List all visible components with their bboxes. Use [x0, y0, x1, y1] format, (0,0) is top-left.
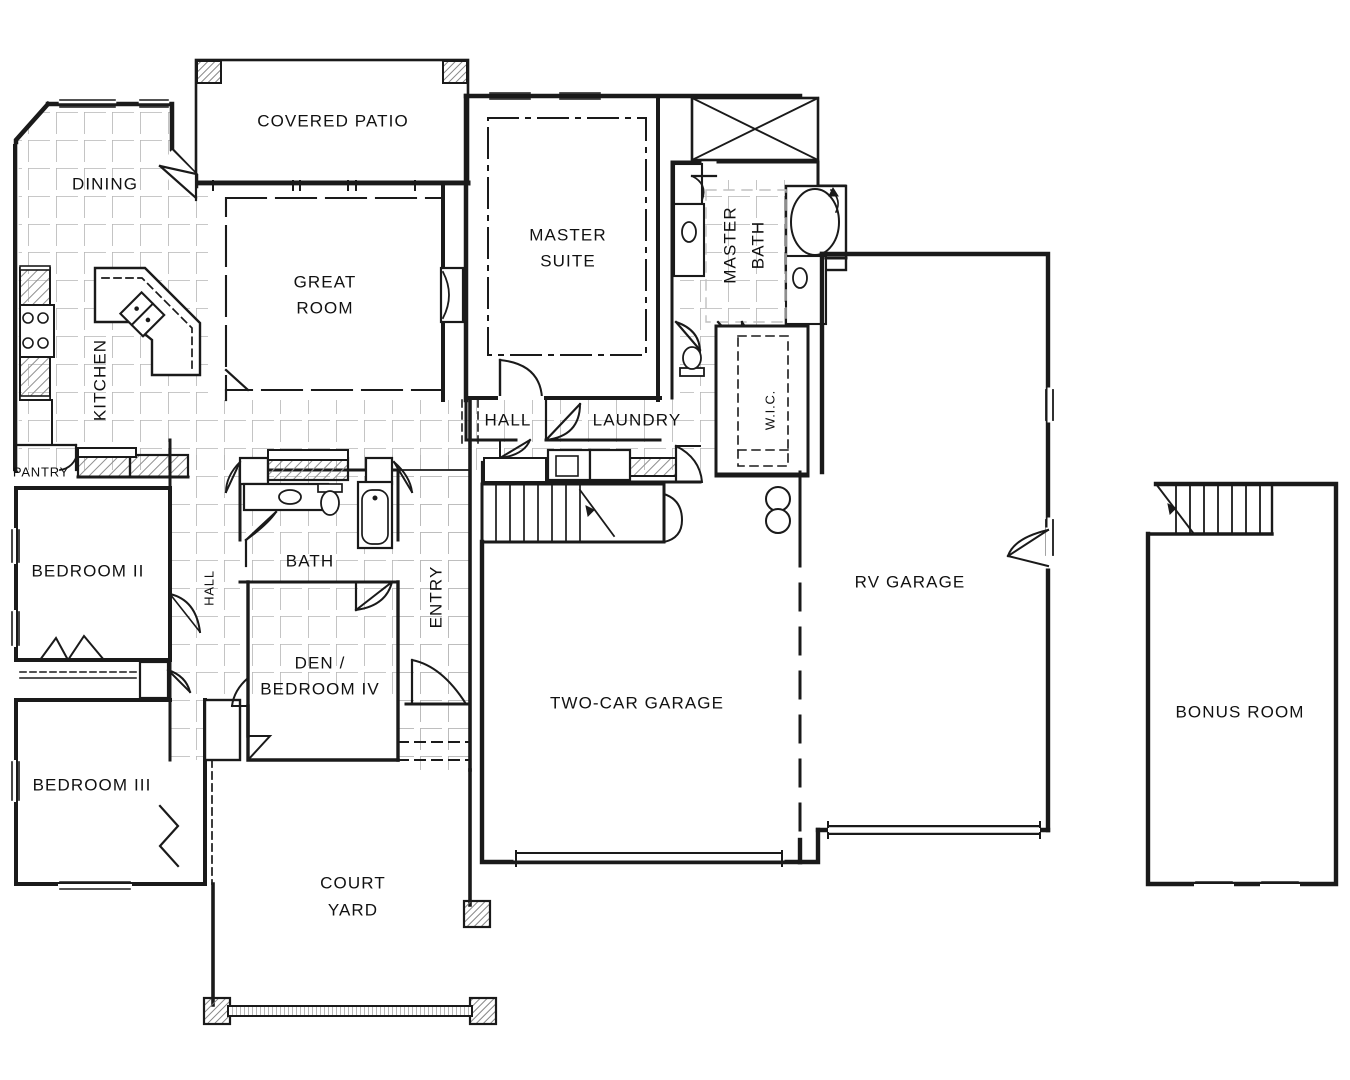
vanity-sink-right [792, 267, 808, 289]
courtyard-post [202, 996, 232, 1026]
room-label-bath: BATH [286, 551, 334, 570]
room-label-bonus-room: BONUS ROOM [1175, 702, 1304, 721]
kitchen-fixtures [16, 265, 202, 490]
stairs-bonus [1154, 482, 1261, 536]
soaking-tub [790, 188, 840, 256]
master-suite-walls [463, 92, 803, 403]
room-label-master-bath-line1: MASTER [720, 206, 739, 283]
den-bedroom-iv [230, 580, 471, 762]
entry-hall [168, 398, 472, 772]
courtyard-post [468, 996, 498, 1026]
hall-laundry [461, 396, 704, 484]
room-label-wic: W.I.C. [762, 390, 777, 430]
courtyard-post [462, 899, 492, 929]
bedroom-ii [11, 486, 202, 702]
cooktop [22, 312, 49, 349]
room-label-kitchen: KITCHEN [90, 339, 109, 421]
room-label-hall-main: HALL [485, 410, 532, 429]
bonus-room [1145, 481, 1339, 888]
courtyard [202, 768, 498, 1026]
room-label-courtyard-line2: YARD [328, 900, 378, 919]
room-label-master-suite-line2: SUITE [540, 251, 596, 270]
great-room-walls [224, 184, 465, 402]
room-label-great-room-line1: GREAT [294, 272, 357, 291]
dryer [588, 448, 632, 482]
master-bath [670, 94, 848, 400]
room-label-hall-bedrooms: HALL [201, 570, 216, 606]
bath-toilet [317, 483, 343, 516]
stairs-main [480, 457, 684, 544]
bath-sink [278, 489, 302, 505]
room-label-den-line1: DEN / [295, 653, 346, 672]
water-heater [765, 486, 791, 534]
room-label-master-suite-line1: MASTER [529, 225, 606, 244]
rv-garage [797, 251, 1054, 865]
two-car-garage [479, 470, 803, 867]
vanity-sink-left [681, 221, 697, 243]
room-label-bedroom-ii: BEDROOM II [31, 561, 144, 580]
room-labels: COVERED PATIO DINING GREAT ROOM KITCHEN … [13, 111, 1304, 919]
room-label-courtyard-line1: COURT [320, 873, 386, 892]
courtyard-wall [227, 1005, 473, 1017]
room-label-rv-garage: RV GARAGE [855, 572, 966, 591]
pantry-area [16, 443, 190, 490]
room-label-entry: ENTRY [426, 566, 445, 629]
kitchen-island [93, 266, 202, 377]
room-label-den-line2: BEDROOM IV [260, 679, 380, 698]
room-label-great-room-line2: ROOM [296, 298, 353, 317]
dining-kitchen-outer-walls [13, 99, 199, 473]
room-label-pantry: PANTRY [13, 464, 69, 479]
room-label-dining: DINING [72, 174, 138, 193]
room-label-laundry: LAUNDRY [593, 410, 682, 429]
covered-patio-walls [193, 58, 471, 191]
room-label-covered-patio: COVERED PATIO [257, 111, 409, 130]
wic-closet [714, 324, 810, 478]
room-label-two-car-garage: TWO-CAR GARAGE [550, 693, 724, 712]
master-toilet [679, 346, 705, 377]
room-label-bedroom-iii: BEDROOM III [33, 775, 152, 794]
bedroom-iii [11, 698, 242, 890]
room-label-master-bath-line2: BATH [748, 221, 767, 269]
